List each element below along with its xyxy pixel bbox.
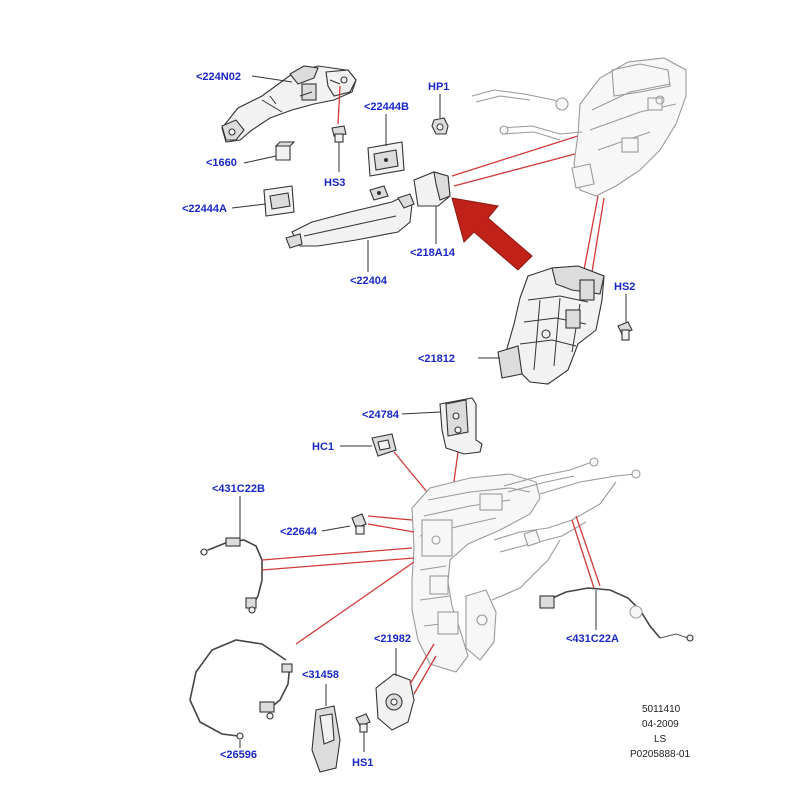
gasket-22444a — [263, 185, 295, 217]
footer-ref-line4: P0205888-01 — [630, 749, 690, 760]
callout-line-cable-b — [261, 557, 415, 571]
door-latch-21812 — [497, 265, 605, 385]
cable-431c22b — [199, 537, 263, 614]
label-hs1: HS1 — [352, 757, 373, 769]
cable-26596 — [189, 639, 293, 740]
bracket-24784 — [439, 397, 483, 455]
callout-line-431c22a-a — [571, 519, 595, 589]
label-26596: <26596 — [220, 749, 257, 761]
grommet-1660 — [274, 141, 296, 161]
callout-line-cap-b — [453, 149, 591, 187]
callout-line-22644-a — [367, 515, 413, 521]
label-1660: <1660 — [206, 157, 237, 169]
callout-line-cable-a — [261, 547, 413, 561]
callout-line-latch-a — [583, 195, 599, 271]
label-24784: <24784 — [362, 409, 400, 421]
hc1-clip — [371, 433, 397, 457]
label-224n02: <224N02 — [196, 71, 241, 83]
leader-22644 — [321, 525, 351, 532]
footer-ref-line1: 5011410 — [642, 704, 681, 715]
callout-line-hs3-up — [337, 85, 341, 125]
label-hp1: HP1 — [428, 81, 449, 93]
label-22444a: <22444A — [182, 203, 227, 215]
callout-line-cable-c — [295, 561, 415, 645]
callout-arrow-icon — [451, 197, 533, 271]
exterior-handle-22404 — [285, 193, 415, 249]
label-21812: <21812 — [418, 353, 455, 365]
label-218a14: <218A14 — [410, 247, 456, 259]
label-21982: <21982 — [374, 633, 411, 645]
leader-1660 — [243, 155, 277, 164]
handle-carrier-bracket — [221, 65, 357, 143]
callout-line-latch-b — [591, 197, 605, 273]
callout-line-21982-a — [409, 643, 435, 685]
callout-line-cap-a — [451, 133, 585, 177]
callout-line-22644-b — [367, 523, 415, 533]
label-22444b: <22444B — [364, 101, 409, 113]
gasket-22444b — [367, 141, 405, 177]
striker-21982 — [375, 673, 415, 731]
door-handle-assembly-ghost — [571, 57, 687, 197]
hs1-screw — [355, 713, 371, 733]
label-431c22b: <431C22B — [212, 483, 265, 495]
bolt-22644 — [351, 513, 367, 535]
callout-line-hc1 — [393, 451, 433, 499]
cable-431c22a — [539, 587, 694, 642]
ghost-cables-lower — [491, 457, 641, 601]
footer-ref-line3: LS — [654, 734, 667, 745]
footer-ref-line2: 04-2009 — [642, 719, 679, 730]
callout-line-21982-b — [413, 655, 437, 695]
label-hs2: HS2 — [614, 281, 635, 293]
lower-door-mechanism-ghost — [411, 473, 541, 673]
label-22644: <22644 — [280, 526, 318, 538]
leader-224n02 — [251, 75, 293, 83]
label-22404: <22404 — [350, 275, 388, 287]
label-hc1: HC1 — [312, 441, 334, 453]
hs3-screw — [331, 125, 347, 143]
leader-24784 — [401, 411, 441, 415]
handle-cap-218a14 — [413, 171, 451, 207]
label-hs3: HS3 — [324, 177, 345, 189]
handle-clip — [369, 185, 389, 201]
label-431c22a: <431C22A — [566, 633, 619, 645]
leader-22444a — [231, 203, 267, 209]
pad-31458 — [311, 705, 341, 773]
ghost-rods-upper — [471, 89, 583, 141]
label-31458: <31458 — [302, 669, 339, 681]
hp1-plug — [431, 117, 449, 135]
hs2-screw — [617, 321, 633, 341]
callout-line-431c22a-b — [575, 515, 601, 587]
